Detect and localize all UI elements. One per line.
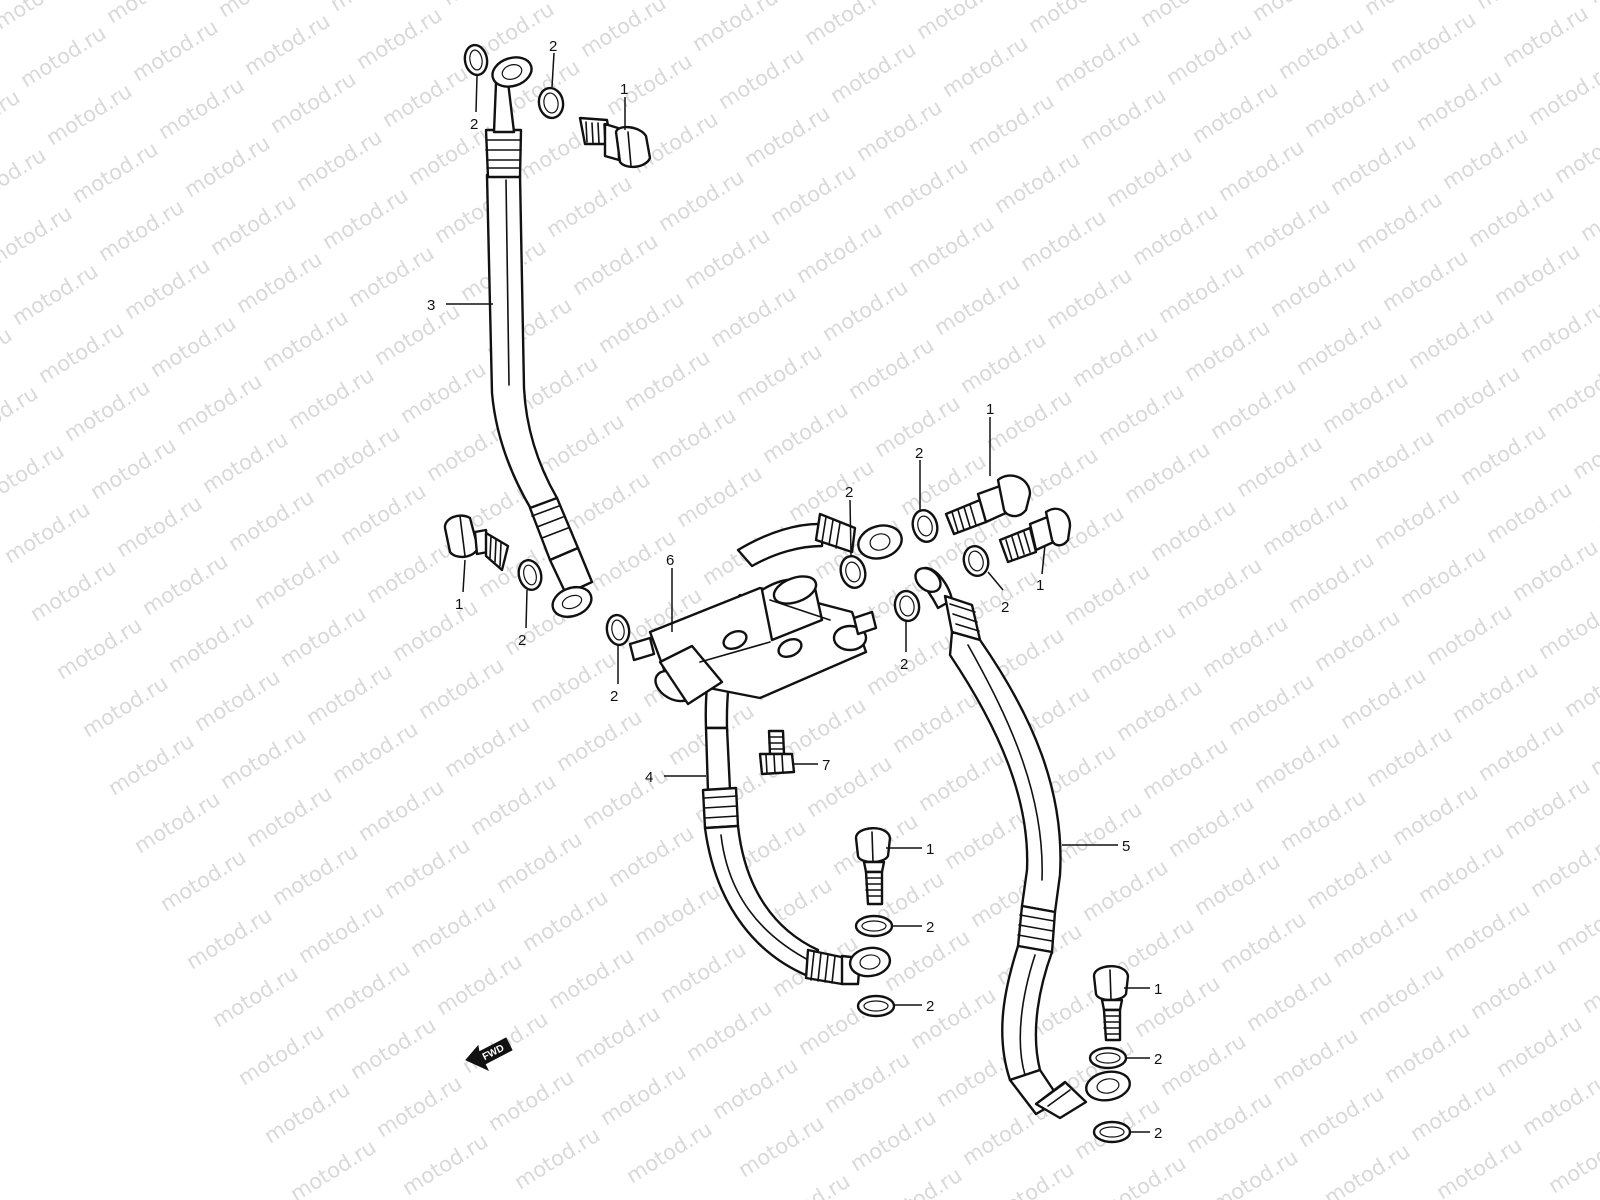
callout-label: 2 (900, 656, 908, 673)
callout-label: 1 (620, 81, 628, 98)
brake-hose-upper[interactable] (484, 53, 596, 622)
washer-mid-left-lower[interactable] (605, 613, 632, 647)
callout-label: 2 (926, 998, 934, 1015)
callout-label: 2 (915, 445, 923, 462)
leader-lines (446, 52, 1150, 1133)
callout-label: 2 (1154, 1051, 1162, 1068)
callout-label: 2 (926, 919, 934, 936)
washer-lower-right-upper[interactable] (1088, 1046, 1128, 1070)
callout-label: 2 (1001, 599, 1009, 616)
callout-label: 2 (1154, 1125, 1162, 1142)
callout-labels: 2 2 1 3 1 2 6 2 1 2 2 1 2 2 4 7 1 5 2 2 … (427, 38, 1162, 1142)
union-bolt-left[interactable] (443, 514, 510, 572)
washer-right-a[interactable] (837, 553, 868, 590)
callout-label: 1 (926, 841, 934, 858)
callout-label: 4 (645, 769, 653, 786)
callout-label: 1 (1036, 577, 1044, 594)
callout-label: 7 (822, 757, 830, 774)
washer-lower-right-lower[interactable] (1092, 1120, 1132, 1144)
bleeder-screw[interactable] (758, 729, 796, 776)
washer-mid-left-upper[interactable] (515, 558, 544, 593)
brake-hose-junction-joint[interactable] (628, 522, 878, 730)
callout-label: 5 (1122, 838, 1130, 855)
callout-label: 3 (427, 297, 435, 314)
washer-lower-left-upper[interactable] (854, 914, 894, 938)
washer-top-right[interactable] (537, 86, 566, 120)
brake-hose-lower-left[interactable] (701, 726, 892, 986)
union-bolt-right-lower[interactable] (998, 507, 1072, 564)
union-bolt-lower-left[interactable] (854, 827, 892, 906)
union-bolt-top[interactable] (578, 116, 652, 169)
washer-lower-left-lower[interactable] (856, 994, 896, 1018)
brake-hose-right[interactable] (814, 512, 1132, 1120)
callout-label: 1 (1154, 981, 1162, 998)
callout-label: 2 (518, 632, 526, 649)
callout-label: 1 (986, 401, 994, 418)
callout-label: 6 (666, 552, 674, 569)
callout-label: 1 (455, 596, 463, 613)
union-bolt-right-upper[interactable] (944, 474, 1032, 536)
washer-right-c[interactable] (961, 543, 992, 578)
washer-right-b[interactable] (909, 507, 940, 544)
union-bolt-lower-right[interactable] (1092, 965, 1130, 1042)
washer-top-left[interactable] (463, 43, 490, 77)
washer-right-d[interactable] (893, 589, 922, 623)
callout-label: 2 (470, 116, 478, 133)
callout-label: 2 (549, 38, 557, 55)
callout-label: 2 (845, 484, 853, 501)
callout-label: 2 (610, 688, 618, 705)
fwd-arrow-icon: FWD (465, 1037, 513, 1072)
